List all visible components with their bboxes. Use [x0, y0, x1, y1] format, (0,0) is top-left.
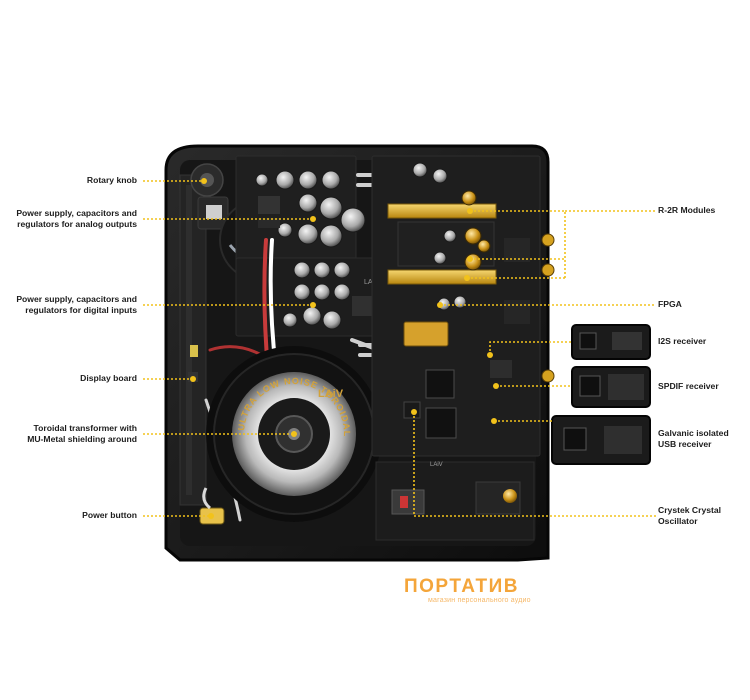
label-toroidal: Toroidal transformer with MU-Metal shiel… — [27, 423, 137, 444]
brand-watermark: ПОРТАТИВ магазин персонального аудио — [404, 576, 544, 610]
brand-name: ПОРТАТИВ — [404, 576, 520, 597]
label-fpga: FPGA — [658, 299, 682, 309]
display-board-strip — [179, 174, 207, 506]
label-rotary-knob: Rotary knob — [86, 175, 137, 185]
pcb-logo-lower: LAiV — [430, 462, 443, 468]
leader-lines — [143, 180, 656, 517]
inset-i2s — [571, 324, 651, 360]
leader-dots — [190, 178, 499, 519]
transformer-logo: LAiV — [318, 388, 344, 400]
label-r2r: R-2R Modules — [658, 205, 716, 215]
label-display-board: Display board — [80, 373, 137, 383]
label-usb: Galvanic isolated USB receiver — [658, 428, 729, 449]
brand-tagline: магазин персонального аудио — [428, 597, 531, 604]
leader-r2r — [467, 210, 656, 280]
label-analog-psu: Power supply, capacitors and regulators … — [16, 208, 137, 229]
label-spdif: SPDIF receiver — [658, 381, 719, 391]
inset-spdif — [571, 366, 651, 408]
label-digital-psu: Power supply, capacitors and regulators … — [16, 294, 137, 315]
label-crystal: Crystek Crystal Oscillator — [658, 505, 722, 526]
main-dac-board — [371, 155, 555, 457]
lower-board: LAiV — [375, 461, 535, 541]
digital-psu-board: LAiV — [235, 257, 387, 337]
leader-i2s — [489, 341, 572, 355]
analog-psu-board — [235, 155, 366, 265]
inset-usb — [551, 415, 651, 465]
leader-crystal — [413, 412, 656, 517]
label-power-button: Power button — [82, 510, 137, 520]
label-i2s: I2S receiver — [658, 336, 707, 346]
